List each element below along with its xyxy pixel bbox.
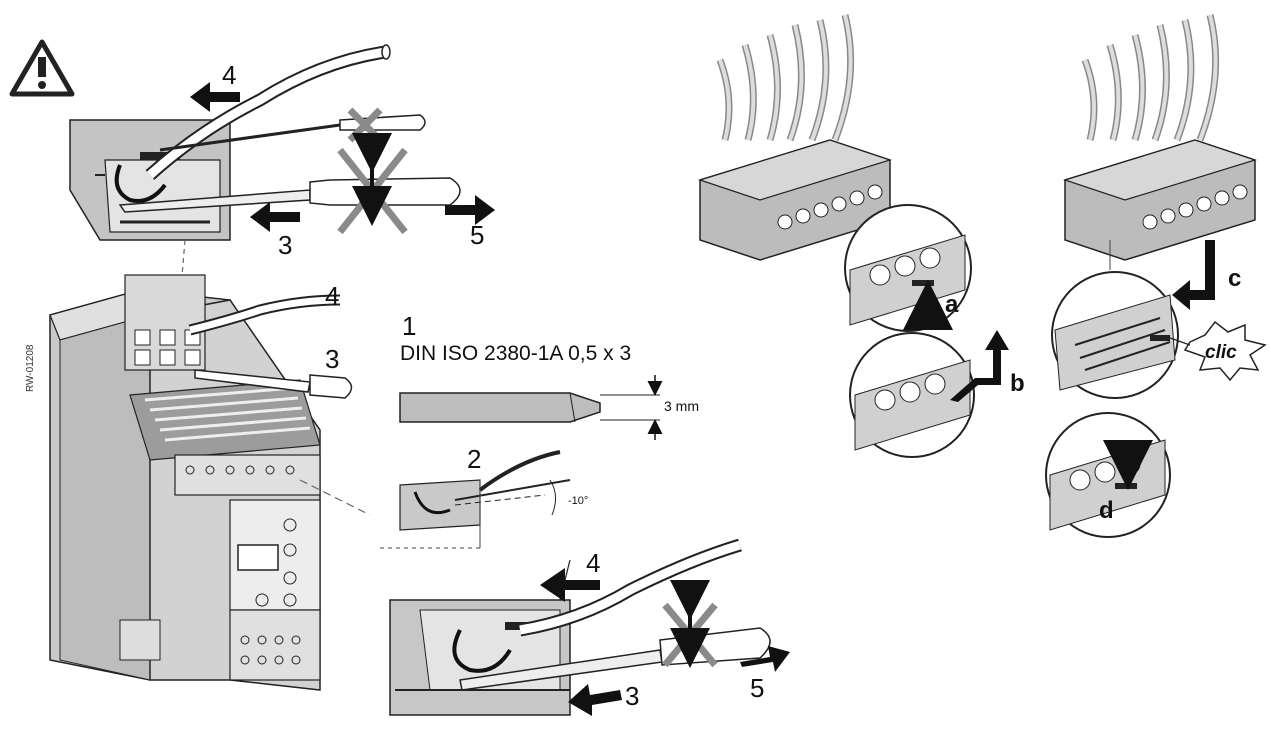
step-4-label-bottom: 4 xyxy=(586,548,601,578)
dimension-label: 3 mm xyxy=(664,398,699,414)
step-3-label-bottom: 3 xyxy=(625,681,640,711)
step-2-label: 2 xyxy=(467,444,482,474)
arrow-icon xyxy=(740,646,790,672)
step-3-label-middle: 3 xyxy=(325,344,340,374)
label-b: b xyxy=(1010,370,1025,397)
detail-circle-a xyxy=(844,204,972,332)
arrow-icon xyxy=(540,568,600,602)
detail-circle-c xyxy=(1051,271,1179,399)
step-4-label-middle: 4 xyxy=(325,281,340,311)
arrow-icon xyxy=(950,330,1009,402)
arrow-icon xyxy=(250,202,300,232)
warning-icon xyxy=(9,39,75,97)
detail-circle-d xyxy=(1045,412,1171,538)
label-c: c xyxy=(1228,265,1242,292)
step-4-label-top: 4 xyxy=(222,60,237,90)
relay-device-icon xyxy=(49,274,321,691)
step-1-label: 1 xyxy=(402,311,417,341)
screwdriver-spec: DIN ISO 2380-1A 0,5 x 3 xyxy=(400,342,632,365)
step-5-label-bottom: 5 xyxy=(750,673,765,703)
drawing-code: RW-01208 xyxy=(25,344,36,392)
terminal-detail-angle xyxy=(380,450,571,549)
step-3-label-top: 3 xyxy=(278,230,293,260)
clic-label: clic xyxy=(1205,342,1237,363)
angle-label: -10° xyxy=(568,495,589,507)
screwdriver-icon xyxy=(399,392,601,423)
clic-burst-icon xyxy=(1183,320,1267,382)
connector-icon xyxy=(698,14,892,261)
arrow-icon xyxy=(445,195,495,225)
arrow-icon xyxy=(190,82,240,112)
label-a: a xyxy=(945,291,959,318)
arrow-icon xyxy=(1172,240,1215,310)
screwdriver-icon xyxy=(194,369,353,399)
detail-circle-b xyxy=(849,332,975,458)
arrow-icon xyxy=(568,684,622,716)
connector-icon xyxy=(1063,14,1257,261)
step-5-label-top: 5 xyxy=(470,220,485,250)
label-d: d xyxy=(1099,497,1114,524)
